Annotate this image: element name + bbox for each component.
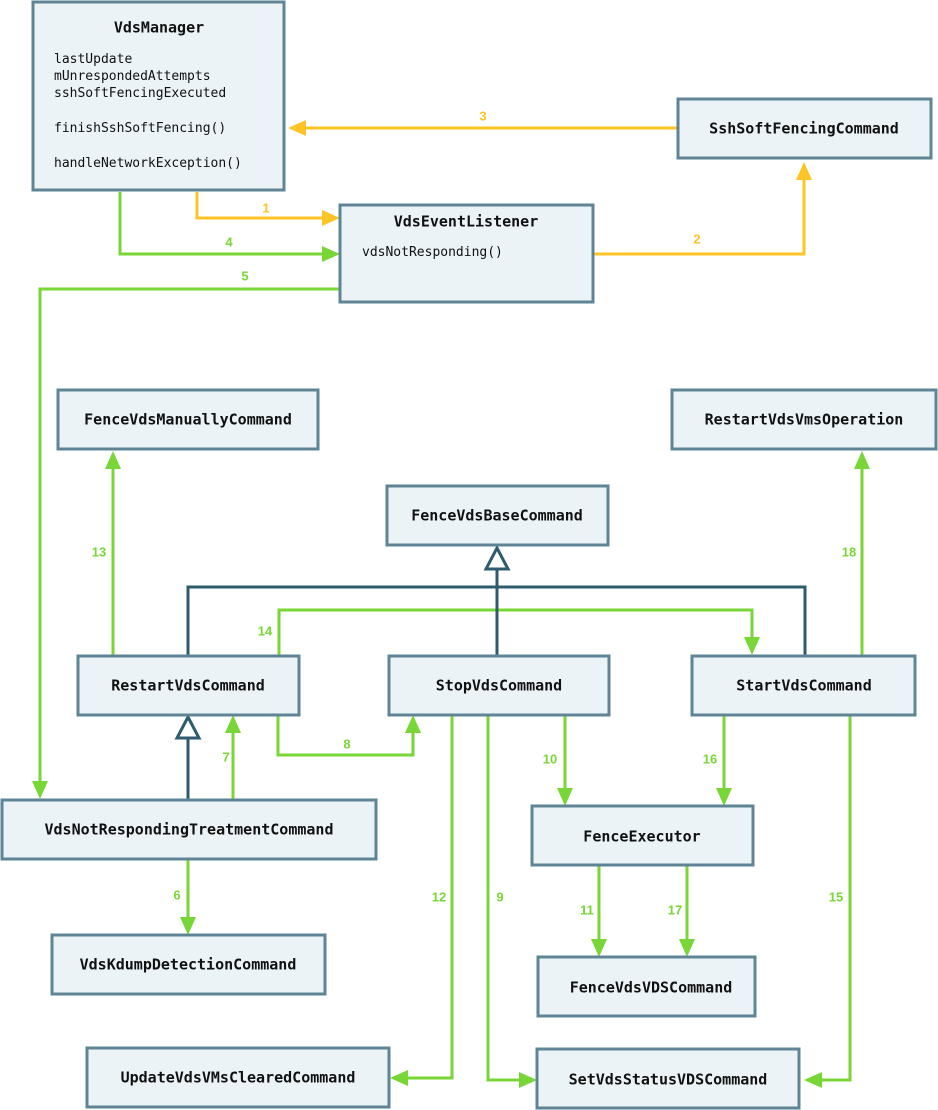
edge-label-4: 4 (225, 234, 233, 249)
edge-12-arrowhead (390, 1070, 408, 1086)
edge-label-2: 2 (693, 231, 700, 246)
edge-9-arrow (486, 715, 520, 1082)
edge-label-18: 18 (842, 544, 856, 559)
edge-label-6: 6 (173, 887, 180, 902)
member-last-update: lastUpdate (54, 52, 132, 67)
edge-14-arrow (277, 608, 754, 656)
class-title-vds-manager: VdsManager (114, 19, 204, 37)
edge-8-arrow (276, 715, 415, 757)
class-title-update-vds-vms-cleared-command: UpdateVdsVMsClearedCommand (121, 1069, 356, 1087)
class-vds-manager: VdsManager lastUpdate mUnrespondedAttemp… (31, 0, 286, 192)
member-ssh-soft-fencing-executed: sshSoftFencingExecuted (54, 86, 226, 101)
class-title-vds-event-listener: VdsEventListener (394, 213, 539, 231)
edge-12-arrow (408, 715, 454, 1080)
class-title-fence-executor: FenceExecutor (583, 828, 700, 846)
class-set-vds-status-vds-command: SetVdsStatusVDSCommand (535, 1047, 801, 1110)
edge-1-arrow (195, 192, 325, 220)
class-title-set-vds-status-vds-command: SetVdsStatusVDSCommand (569, 1071, 768, 1089)
class-fence-executor: FenceExecutor (530, 804, 755, 867)
member-handle-network-exception: handleNetworkException() (54, 156, 242, 171)
edge-4-arrowhead (322, 246, 340, 262)
edge-2-arrow (594, 180, 806, 256)
edge-5-arrow (38, 287, 340, 782)
edge-label-9: 9 (496, 889, 503, 904)
class-vds-kdump-detection-command: VdsKdumpDetectionCommand (50, 933, 327, 996)
edge-16-arrowhead (716, 788, 732, 806)
edge-label-17: 17 (668, 902, 682, 917)
edge-8-arrowhead (405, 715, 421, 733)
edge-14-arrowhead (744, 637, 760, 655)
edge-10-arrowhead (557, 788, 573, 806)
edge-18-arrowhead (854, 451, 870, 469)
class-title-vds-kdump-detection-command: VdsKdumpDetectionCommand (80, 956, 297, 974)
class-fence-vds-base-command: FenceVdsBaseCommand (385, 484, 610, 547)
edge-9-arrowhead (519, 1072, 537, 1088)
member-vds-not-responding: vdsNotResponding() (362, 245, 503, 260)
inheritance-triangle-restart (174, 713, 202, 740)
class-vds-event-listener: VdsEventListener vdsNotResponding() (338, 203, 595, 304)
edge-1-arrowhead (322, 210, 340, 226)
edge-label-12: 12 (432, 889, 446, 904)
class-vds-not-responding-treatment-command: VdsNotRespondingTreatmentCommand (0, 798, 378, 861)
edge-5-arrowhead (32, 781, 48, 799)
edge-15-arrowhead (804, 1072, 822, 1088)
class-stop-vds-command: StopVdsCommand (387, 654, 611, 717)
edge-3-arrowhead (288, 120, 306, 136)
edge-11-arrowhead (591, 939, 607, 957)
class-title-restart-vds-vms-operation: RestartVdsVmsOperation (705, 411, 904, 429)
inheritance-triangle-base (483, 544, 511, 571)
edge-label-10: 10 (543, 751, 557, 766)
edge-label-1: 1 (262, 200, 269, 215)
edge-2-arrowhead (796, 162, 812, 180)
edge-17-arrowhead (679, 939, 695, 957)
class-title-restart-vds-command: RestartVdsCommand (111, 677, 265, 695)
class-title-start-vds-command: StartVdsCommand (736, 677, 871, 695)
edge-label-8: 8 (343, 736, 350, 751)
edge-label-3: 3 (479, 108, 486, 123)
edge-13-arrowhead (105, 451, 121, 469)
edge-7-arrowhead (225, 715, 241, 733)
edge-label-13: 13 (92, 544, 106, 559)
class-title-ssh-soft-fencing-command: SshSoftFencingCommand (709, 120, 899, 138)
class-restart-vds-vms-operation: RestartVdsVmsOperation (670, 388, 938, 451)
class-title-fence-vds-vds-command: FenceVdsVDSCommand (570, 979, 733, 997)
edge-label-5: 5 (241, 268, 248, 283)
class-title-fence-vds-manually-command: FenceVdsManuallyCommand (84, 411, 292, 429)
class-update-vds-vms-cleared-command: UpdateVdsVMsClearedCommand (85, 1046, 391, 1109)
class-title-vds-not-responding-treatment-command: VdsNotRespondingTreatmentCommand (45, 821, 334, 839)
member-finish-ssh-soft-fencing: finishSshSoftFencing() (54, 121, 226, 136)
class-fence-vds-manually-command: FenceVdsManuallyCommand (56, 388, 320, 451)
edge-6-arrowhead (180, 917, 196, 935)
class-ssh-soft-fencing-command: SshSoftFencingCommand (676, 97, 933, 160)
edge-label-16: 16 (703, 751, 717, 766)
class-title-fence-vds-base-command: FenceVdsBaseCommand (411, 507, 583, 525)
class-restart-vds-command: RestartVdsCommand (76, 654, 301, 717)
edge-4-arrow (118, 192, 325, 256)
edge-label-15: 15 (829, 889, 843, 904)
edge-label-11: 11 (580, 902, 594, 917)
class-fence-vds-vds-command: FenceVdsVDSCommand (536, 955, 757, 1018)
edge-15-arrow (822, 715, 852, 1082)
member-m-unresponded-attempts: mUnrespondedAttempts (54, 69, 211, 84)
class-start-vds-command: StartVdsCommand (690, 654, 917, 717)
edge-label-7: 7 (222, 749, 229, 764)
class-title-stop-vds-command: StopVdsCommand (436, 677, 562, 695)
edge-label-14: 14 (258, 623, 273, 638)
